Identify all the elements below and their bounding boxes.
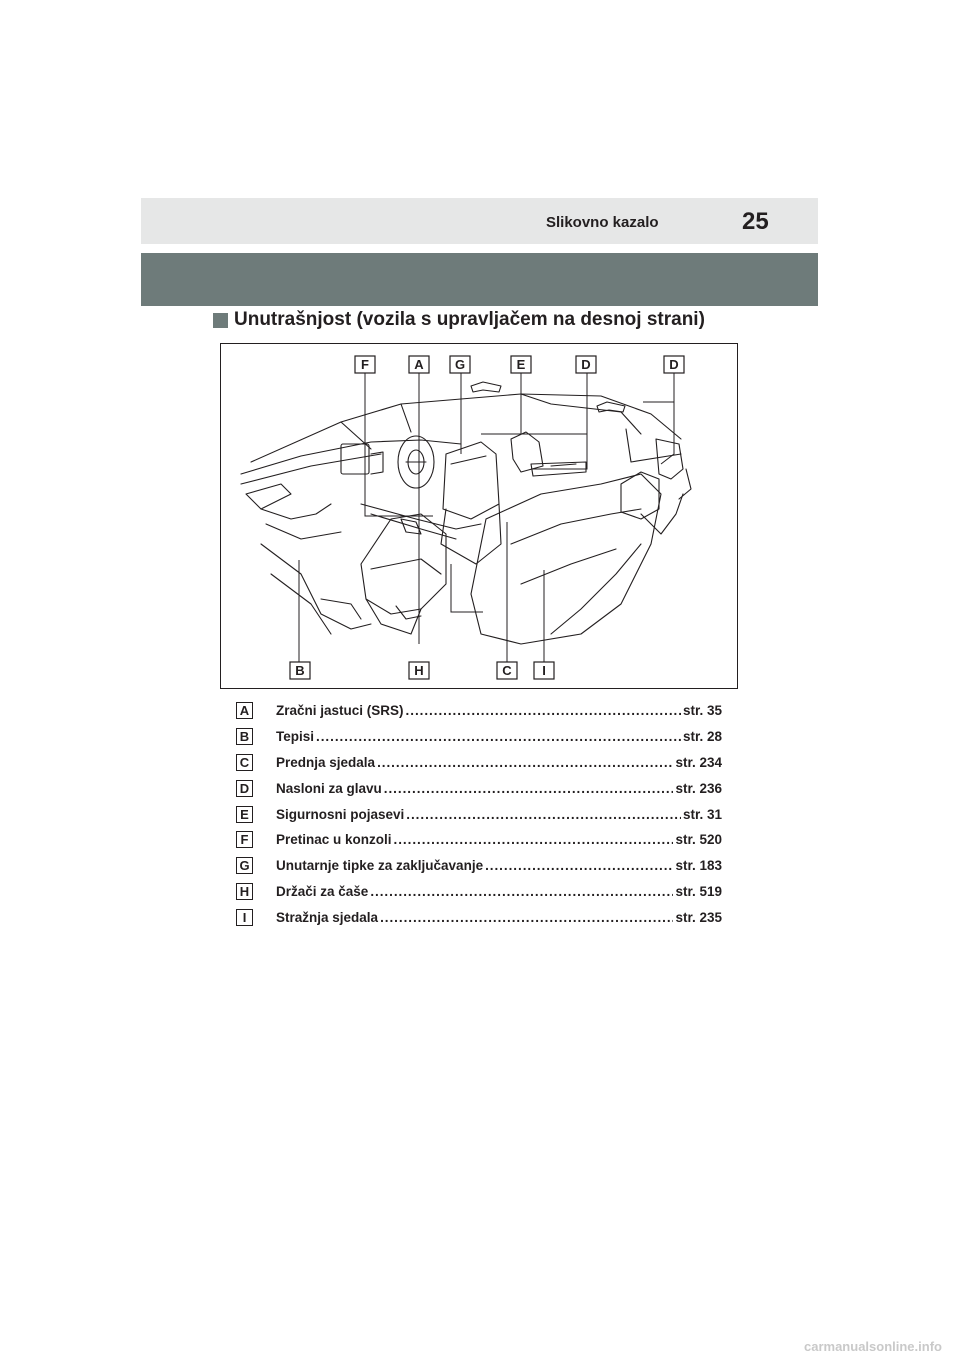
section-title: Slikovno kazalo	[546, 214, 659, 231]
header-band	[141, 198, 818, 244]
legend-letter: B	[236, 728, 253, 746]
legend-page-ref[interactable]: str. 31	[682, 806, 722, 822]
legend-letter: I	[236, 908, 253, 926]
legend-letter: C	[236, 753, 253, 771]
svg-text:B: B	[295, 663, 304, 678]
legend-page-ref[interactable]: str. 520	[675, 832, 722, 848]
subheading: Unutrašnjost (vozila s upravljačem na de…	[213, 309, 705, 331]
legend-letter: G	[236, 857, 253, 875]
chapter-band	[141, 253, 818, 306]
legend-item-b: B Tepisi str. 28	[236, 724, 722, 750]
dot-leader	[406, 703, 681, 718]
dot-leader	[406, 807, 681, 822]
svg-text:I: I	[542, 663, 546, 678]
rear-seat	[470, 473, 662, 645]
steering-wheel	[397, 435, 435, 489]
legend-letter: A	[236, 702, 253, 720]
legend-page-ref[interactable]: str. 235	[675, 909, 722, 925]
callout-C: C	[496, 661, 518, 680]
callout-F: F	[354, 355, 376, 374]
legend-letter: F	[236, 831, 253, 849]
legend-item-h: H Držači za čaše str. 519	[236, 879, 722, 905]
legend-label: Sigurnosni pojasevi	[276, 806, 405, 822]
callout-B: B	[289, 661, 311, 680]
dot-leader	[380, 910, 673, 925]
svg-text:C: C	[502, 663, 512, 678]
driver-seat	[442, 441, 500, 520]
svg-text:A: A	[414, 357, 424, 372]
callout-G: G	[449, 355, 471, 374]
callout-H: H	[408, 661, 430, 680]
dot-leader	[316, 729, 681, 744]
legend-item-i: I Stražnja sjedala str. 235	[236, 904, 722, 930]
legend-label: Držači za čaše	[276, 883, 369, 899]
dot-leader	[377, 755, 673, 770]
square-bullet-icon	[213, 312, 228, 328]
grab-handle-left	[470, 381, 502, 393]
legend-label: Nasloni za glavu	[276, 780, 382, 796]
infotainment-screen	[340, 443, 370, 475]
svg-text:D: D	[669, 357, 678, 372]
grab-handle-right	[596, 401, 626, 413]
legend-item-d: D Nasloni za glavu str. 236	[236, 775, 722, 801]
legend-label: Prednja sjedala	[276, 754, 376, 770]
dot-leader	[394, 832, 674, 847]
interior-illustration: F A G E D D B	[220, 343, 738, 689]
callout-D-1: D	[575, 355, 597, 374]
svg-text:D: D	[581, 357, 590, 372]
legend-label: Zračni jastuci (SRS)	[276, 703, 404, 719]
seatbelt-anchor	[510, 431, 544, 473]
legend-page-ref[interactable]: str. 234	[675, 754, 722, 770]
dashboard-outline	[240, 439, 462, 475]
callout-A: A	[408, 355, 430, 374]
svg-text:F: F	[361, 357, 369, 372]
legend-page-ref[interactable]: str. 236	[675, 780, 722, 796]
callout-I: I	[533, 661, 555, 680]
legend-item-g: G Unutarnje tipke za zaključavanje str. …	[236, 853, 722, 879]
legend-label: Stražnja sjedala	[276, 909, 379, 925]
legend-item-f: F Pretinac u konzoli str. 520	[236, 827, 722, 853]
legend-list: A Zračni jastuci (SRS) str. 35 B Tepisi …	[236, 698, 722, 930]
center-console	[360, 503, 482, 530]
page-number: 25	[742, 208, 769, 235]
callout-D-2: D	[663, 355, 685, 374]
rear-headrest	[620, 471, 660, 520]
legend-label: Unutarnje tipke za zaključavanje	[276, 858, 484, 874]
car-interior-drawing: F A G E D D B	[240, 355, 692, 680]
legend-label: Tepisi	[276, 729, 315, 745]
legend-label: Pretinac u konzoli	[276, 832, 392, 848]
legend-letter: D	[236, 779, 253, 797]
callout-E: E	[510, 355, 532, 374]
legend-page-ref[interactable]: str. 519	[675, 883, 722, 899]
svg-text:E: E	[517, 357, 526, 372]
dot-leader	[384, 781, 674, 796]
legend-letter: E	[236, 805, 253, 823]
front-passenger-seat	[360, 513, 447, 615]
legend-item-c: C Prednja sjedala str. 234	[236, 750, 722, 776]
subheading-text: Unutrašnjost (vozila s upravljačem na de…	[234, 309, 705, 330]
svg-text:G: G	[455, 357, 465, 372]
legend-page-ref[interactable]: str. 35	[682, 703, 722, 719]
svg-text:H: H	[414, 663, 423, 678]
legend-item-a: A Zračni jastuci (SRS) str. 35	[236, 698, 722, 724]
floor-carpet	[260, 543, 372, 630]
legend-page-ref[interactable]: str. 183	[675, 858, 722, 874]
dot-leader	[485, 858, 673, 873]
legend-item-e: E Sigurnosni pojasevi str. 31	[236, 801, 722, 827]
watermark-footer[interactable]: carmanualsonline.info	[804, 1339, 942, 1354]
dot-leader	[370, 884, 673, 899]
legend-letter: H	[236, 882, 253, 900]
legend-page-ref[interactable]: str. 28	[682, 729, 722, 745]
